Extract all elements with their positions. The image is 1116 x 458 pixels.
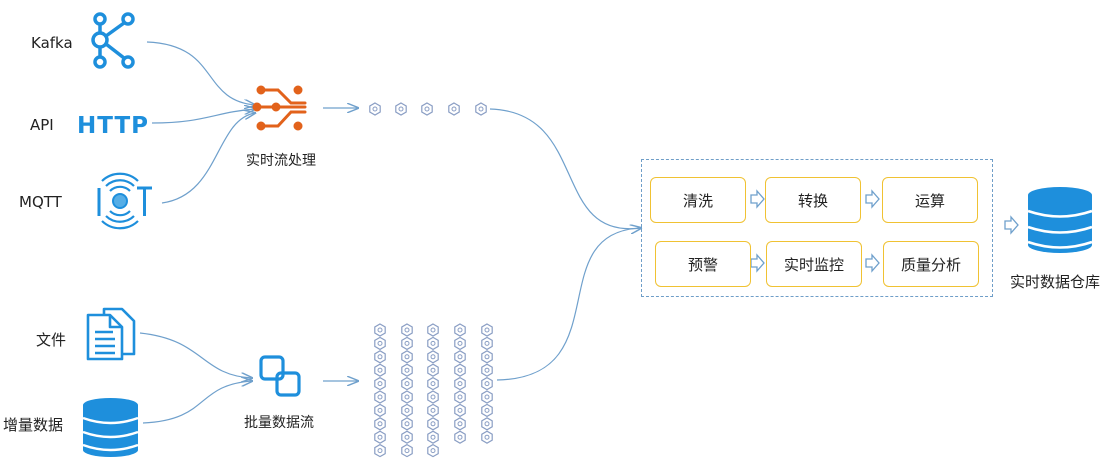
batch-dot <box>427 444 439 458</box>
step-compute: 运算 <box>882 177 978 223</box>
batch-dot <box>481 390 493 404</box>
batch-dot <box>481 323 493 337</box>
http-icon: HTTP <box>77 113 149 139</box>
file-icon <box>86 307 136 361</box>
batch-dot <box>401 444 413 458</box>
warehouse-label: 实时数据仓库 <box>1010 273 1101 291</box>
batch-dot <box>401 323 413 337</box>
batch-dot <box>374 350 386 364</box>
mqtt-label: MQTT <box>19 193 62 211</box>
batch-dot <box>481 350 493 364</box>
batch-dot <box>374 390 386 404</box>
stream-to-pipeline <box>489 108 641 229</box>
connector-mqtt <box>161 113 255 204</box>
batch-stream-label: 批量数据流 <box>244 415 314 431</box>
batch-dot <box>401 350 413 364</box>
batch-dot <box>454 323 466 337</box>
batch-dot <box>401 336 413 350</box>
batch-dot <box>481 336 493 350</box>
batch-dot <box>374 336 386 350</box>
batch-dot <box>401 363 413 377</box>
batch-dot <box>454 350 466 364</box>
batch-dot <box>374 323 386 337</box>
batch-dot <box>427 403 439 417</box>
batch-dot <box>481 430 493 444</box>
step-alert: 预警 <box>655 241 751 287</box>
connector-incremental <box>142 381 252 424</box>
batch-dot <box>374 444 386 458</box>
incremental-label: 增量数据 <box>3 416 64 434</box>
batch-dots <box>374 323 493 458</box>
batch-dot <box>401 377 413 391</box>
batch-dot <box>374 403 386 417</box>
api-label: API <box>30 116 54 134</box>
batch-dot <box>427 390 439 404</box>
step-transform: 转换 <box>765 177 861 223</box>
batch-stream-icon <box>259 355 301 397</box>
step-monitor: 实时监控 <box>766 241 862 287</box>
batch-dot <box>454 430 466 444</box>
step-quality: 质量分析 <box>883 241 979 287</box>
batch-dot <box>374 417 386 431</box>
stream-process-label: 实时流处理 <box>246 153 316 169</box>
step-clean: 清洗 <box>650 177 746 223</box>
batch-dot <box>401 403 413 417</box>
batch-dot <box>481 403 493 417</box>
batch-dot <box>374 363 386 377</box>
batch-dot <box>427 417 439 431</box>
batch-dot <box>374 377 386 391</box>
connector-api <box>151 109 255 124</box>
stream-dots <box>369 102 487 116</box>
kafka-label: Kafka <box>31 34 73 52</box>
database-icon <box>82 398 139 457</box>
batch-dot <box>454 417 466 431</box>
batch-dot <box>481 377 493 391</box>
batch-dot <box>454 377 466 391</box>
batch-dot <box>454 403 466 417</box>
iot-icon <box>97 172 152 230</box>
kafka-icon <box>91 12 135 69</box>
batch-dot <box>374 430 386 444</box>
batch-dot <box>427 430 439 444</box>
batch-dot <box>427 323 439 337</box>
batch-dot <box>454 390 466 404</box>
batch-dot <box>401 390 413 404</box>
batch-to-pipeline <box>496 227 642 381</box>
batch-dot <box>454 336 466 350</box>
batch-dot <box>427 377 439 391</box>
arrow-right-icon <box>1004 216 1019 234</box>
batch-dot <box>401 430 413 444</box>
batch-dot <box>481 417 493 431</box>
batch-dot <box>427 363 439 377</box>
batch-dot <box>427 336 439 350</box>
batch-dot <box>481 363 493 377</box>
connector-file <box>139 332 252 378</box>
stream-process-icon <box>252 85 307 131</box>
pipeline-frame <box>641 159 993 297</box>
batch-dot <box>401 417 413 431</box>
connector-kafka <box>146 41 255 105</box>
warehouse-icon <box>1027 187 1093 253</box>
file-label: 文件 <box>36 331 67 349</box>
batch-dot <box>427 350 439 364</box>
batch-dot <box>454 363 466 377</box>
